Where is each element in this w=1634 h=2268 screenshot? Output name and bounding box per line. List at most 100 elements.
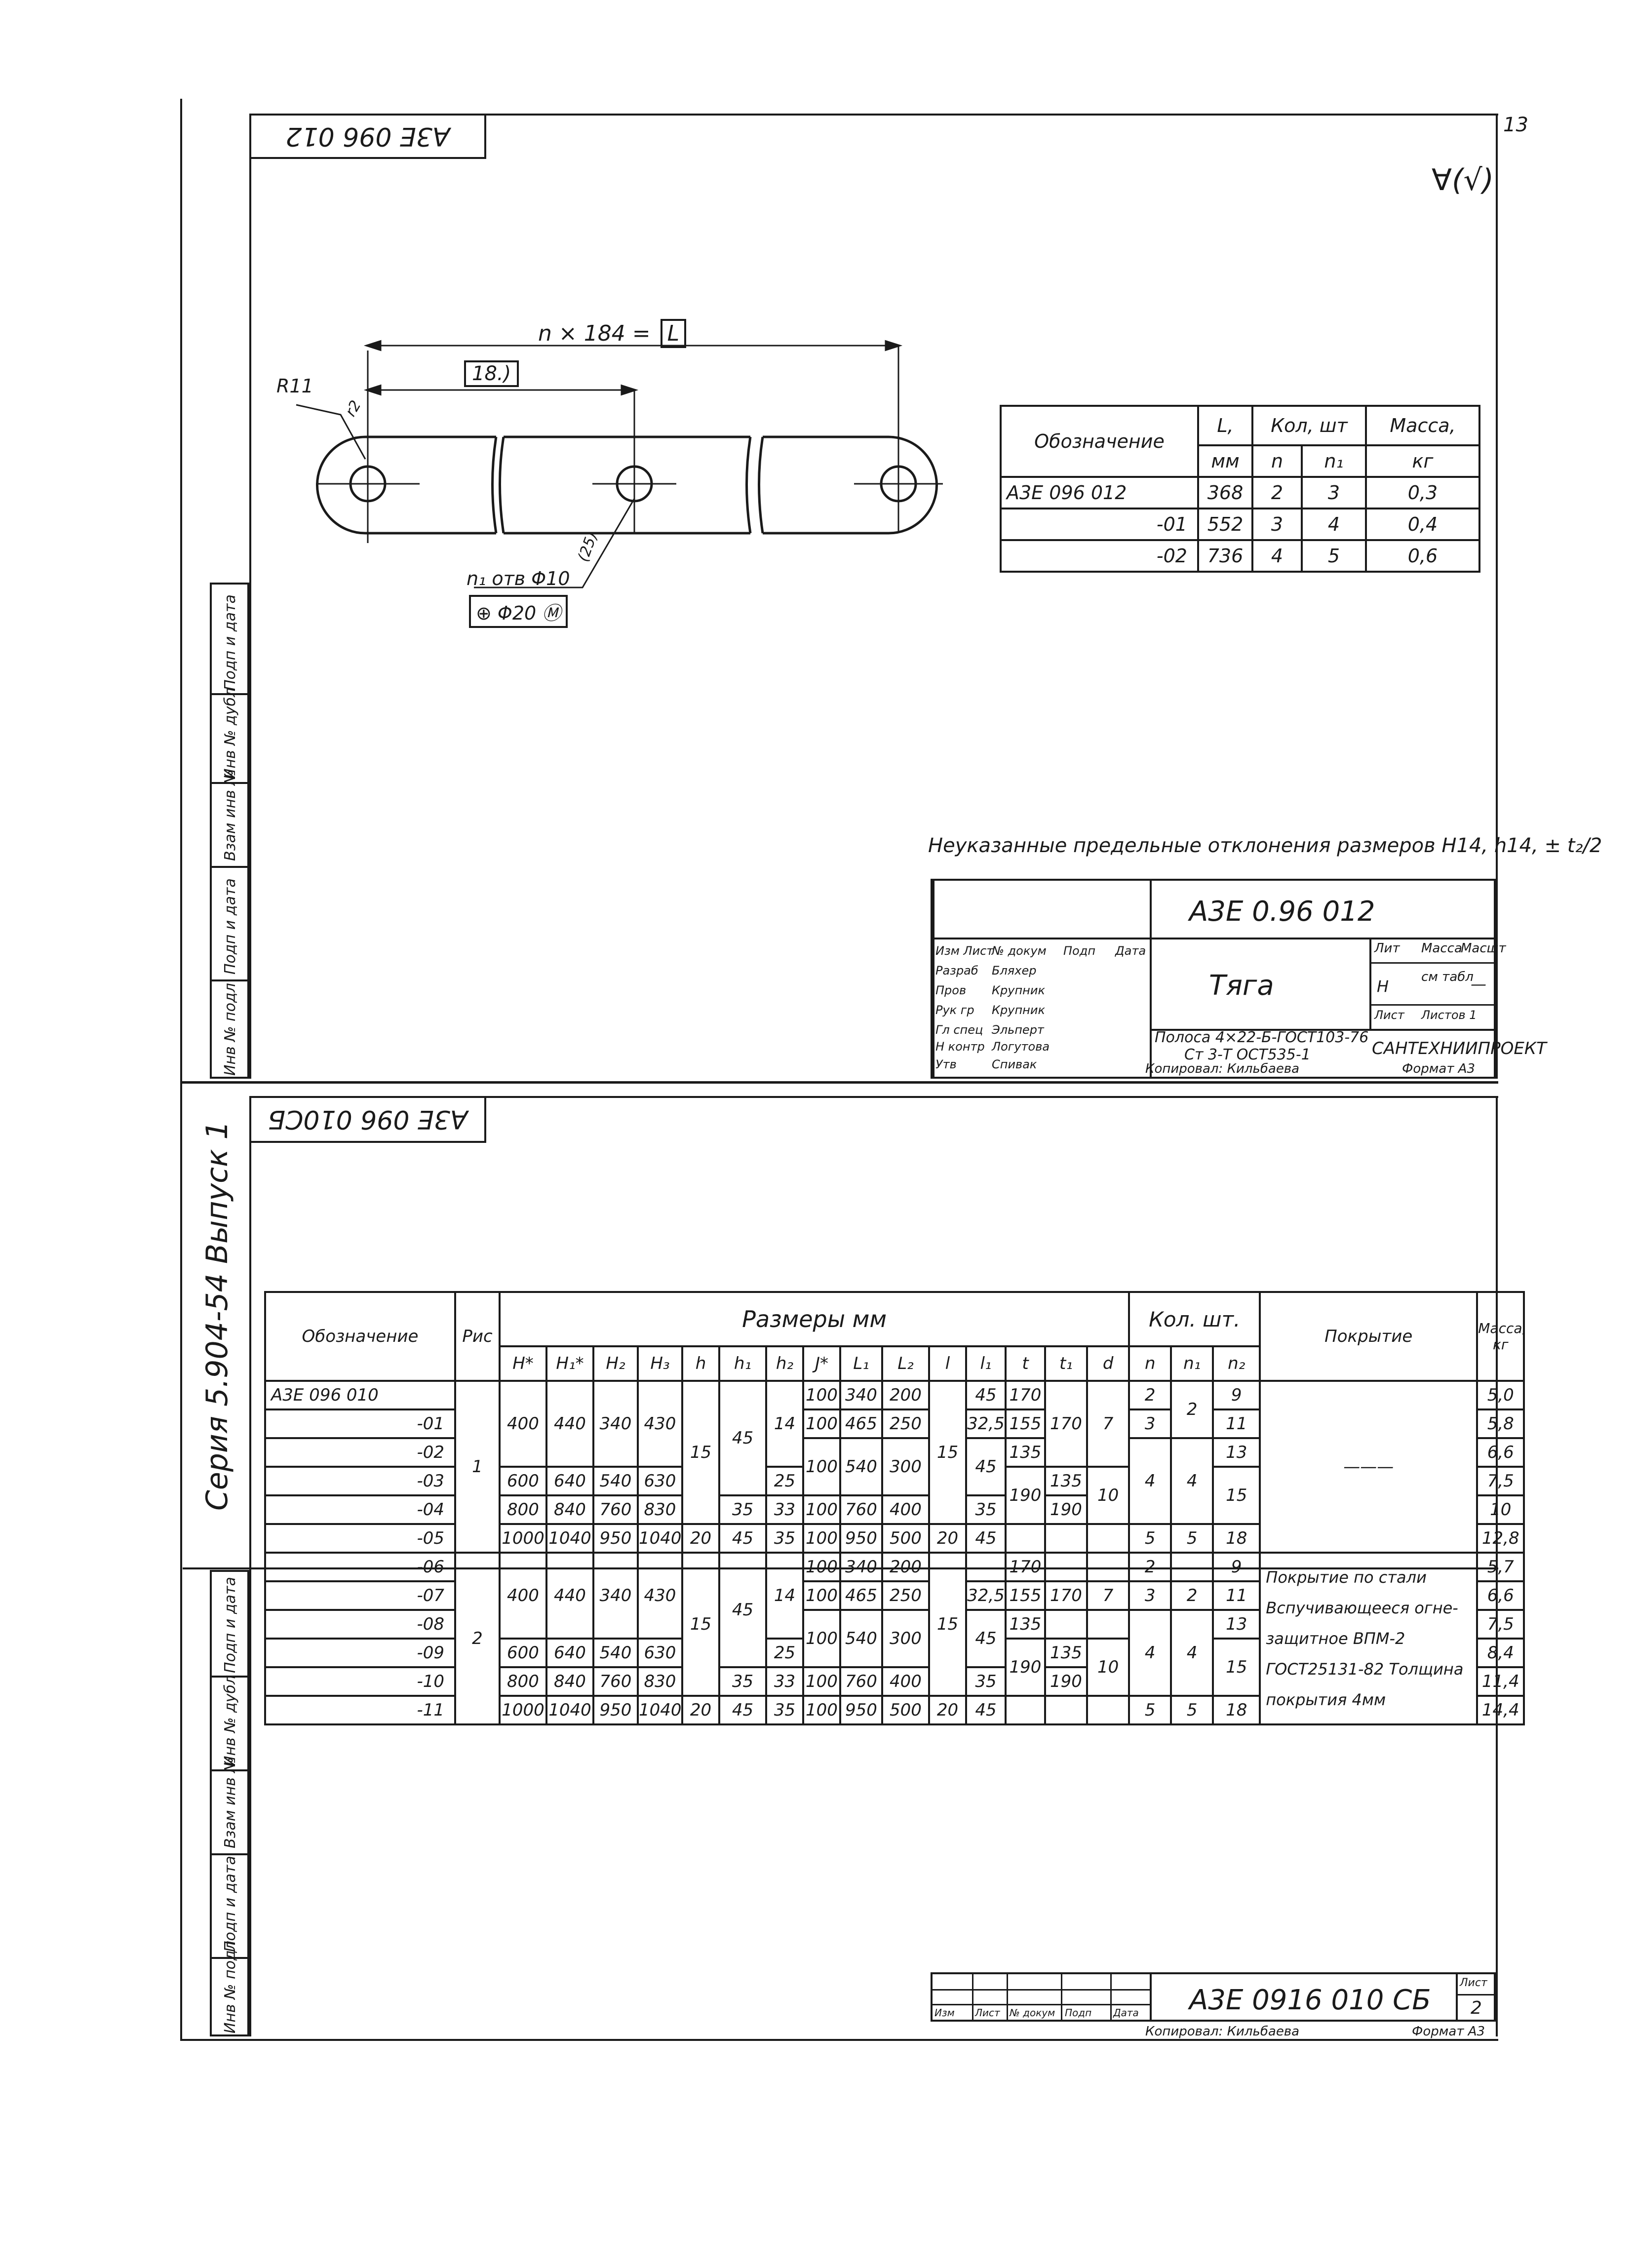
cell-designation: -01 [1000, 508, 1199, 541]
cell-mass: 11,4 [1476, 1666, 1525, 1697]
hdr-n: n [1251, 444, 1303, 478]
cell: 200 [881, 1380, 930, 1410]
cell: 340 [839, 1552, 883, 1582]
hdr-n1: n₁ [1301, 444, 1367, 478]
cell: 135 [1005, 1437, 1046, 1468]
hdr-qty: Кол, шт [1251, 405, 1367, 446]
cell-designation: -02 [1000, 539, 1199, 573]
sub-hdr: h [681, 1345, 720, 1382]
cell: 500 [881, 1523, 930, 1554]
tb2-col-0: Изм [934, 2007, 955, 2019]
sheet2-frame-bottom-lower [180, 2039, 1498, 2041]
table-row: -02 100 540 300 45 135 4 4 13 6,6 [264, 1437, 1525, 1525]
tb1-copied: Копировал: Кильбаева [1145, 1061, 1300, 1076]
cell: 400 [499, 1380, 547, 1468]
tb1-role-5: Н контр [935, 1040, 985, 1054]
cell: 170 [1044, 1580, 1088, 1611]
sheet2-frame-right-lower [1496, 1567, 1498, 2036]
cell-n: 4 [1251, 539, 1303, 573]
cell: 400 [881, 1666, 930, 1697]
sheet2-frame-left [249, 1096, 251, 1570]
hdr2-coating: Покрытие [1259, 1291, 1478, 1382]
cell-n: 2 [1251, 476, 1303, 509]
cell: 13 [1212, 1437, 1261, 1468]
sub-hdr: d [1086, 1345, 1130, 1382]
cell-des: -11 [264, 1695, 456, 1725]
cell: 45 [718, 1552, 767, 1668]
cell: 760 [839, 1494, 883, 1525]
sub-hdr: t [1005, 1345, 1046, 1382]
cell: 45 [718, 1695, 767, 1725]
cell: 300 [881, 1437, 930, 1496]
sheet1-frame-top [249, 114, 1498, 116]
cell-des: -01 [264, 1408, 456, 1439]
cell: 100 [802, 1408, 841, 1439]
tb1-role-3: Рук гр [935, 1003, 974, 1017]
cell: 15 [928, 1552, 967, 1697]
cell: 430 [637, 1380, 683, 1468]
table-row: -02 736 4 5 0,6 [1000, 539, 1480, 573]
hdr-l-unit: мм [1197, 444, 1253, 478]
tb2-sheet-label: Лист [1460, 1977, 1487, 1989]
side2-label-1: Подп и дата [222, 1856, 239, 1952]
cell: 3 [1128, 1580, 1172, 1611]
cell: 640 [545, 1638, 594, 1668]
cell: 20 [681, 1523, 720, 1554]
cell: 760 [839, 1666, 883, 1697]
tb1-name: Тяга [1209, 970, 1274, 1002]
coat-line: ГОСТ25131-82 Толщина [1266, 1660, 1464, 1679]
tb2-sheet-no: 2 [1471, 1998, 1482, 2018]
cell-l: 736 [1197, 539, 1253, 573]
cell-mass: 5,0 [1476, 1380, 1525, 1410]
sheet2-corner-code: А3Е 096 010СБ [268, 1104, 468, 1134]
cell: 4 [1170, 1609, 1214, 1697]
tb1-name-5: Логутова [992, 1040, 1050, 1054]
cell: 35 [965, 1666, 1007, 1697]
dim-total-text: n × 184 = [538, 321, 658, 346]
cell [1005, 1695, 1046, 1725]
cell: 100 [802, 1523, 841, 1554]
cell: 25 [765, 1466, 804, 1496]
cell: 15 [1212, 1638, 1261, 1697]
cell-des: -08 [264, 1609, 456, 1640]
coat-line: защитное ВПМ-2 [1266, 1629, 1405, 1648]
tb1-sheets: Листов 1 [1421, 1008, 1477, 1022]
tb2-col-3: Подп [1065, 2007, 1092, 2019]
cell: 800 [499, 1494, 547, 1525]
cell-n1: 5 [1301, 539, 1367, 573]
cell-mass: 8,4 [1476, 1638, 1525, 1668]
tb1-material-2: Ст 3-Т ОСТ535-1 [1184, 1046, 1311, 1063]
cell: 840 [545, 1494, 594, 1525]
cell-n1: 3 [1301, 476, 1367, 509]
cell-mass: 5,7 [1476, 1552, 1525, 1582]
cell: 540 [839, 1609, 883, 1668]
cell: 155 [1005, 1580, 1046, 1611]
table-row: -10 800 840 760 830 35 33 100 760 400 35… [264, 1666, 1525, 1697]
sub-hdr: H* [499, 1345, 547, 1382]
cell-des: -04 [264, 1494, 456, 1525]
cell: 35 [718, 1666, 767, 1697]
tb1-mass-val: см табл [1421, 970, 1474, 984]
table-row: -07 100 465 250 32,5 155 170 7 3 2 11 6,… [264, 1580, 1525, 1611]
cell: 340 [592, 1380, 639, 1468]
cell-des: -10 [264, 1666, 456, 1697]
cell-des: -02 [264, 1437, 456, 1468]
cell: 1000 [499, 1695, 547, 1725]
table-row: -03 600 640 540 630 25 190 135 10 15 7,5 [264, 1466, 1525, 1525]
cell: 100 [802, 1380, 841, 1410]
tb1-name-2: Крупник [992, 983, 1045, 997]
cell: 11 [1212, 1408, 1261, 1439]
sub-hdr: t₁ [1044, 1345, 1088, 1382]
cell: 15 [1212, 1466, 1261, 1525]
cell: 5 [1128, 1695, 1172, 1725]
sub-hdr: l₁ [965, 1345, 1007, 1382]
tb1-role-0: Изм Лист [935, 944, 994, 958]
cell: 2 [1170, 1580, 1214, 1611]
dim-radius: R11 [276, 375, 313, 397]
sheet2-frame-top [249, 1096, 1498, 1098]
cell: 465 [839, 1408, 883, 1439]
sub-hdr: L₂ [881, 1345, 930, 1382]
cell: 15 [681, 1380, 720, 1525]
tb2-code: А3Е 0916 010 СБ [1189, 1984, 1431, 2016]
cell-des: -09 [264, 1638, 456, 1668]
